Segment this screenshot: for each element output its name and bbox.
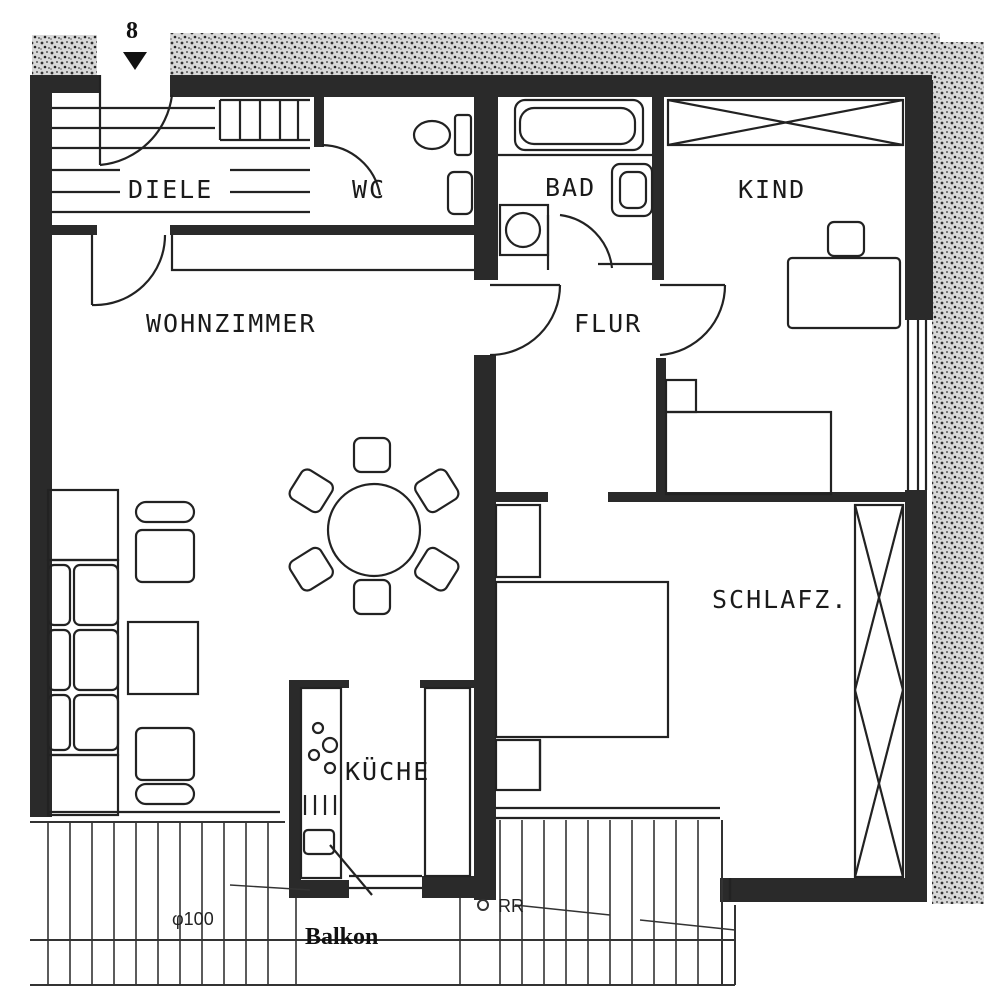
stairs — [52, 98, 310, 214]
room-label-wohnzimmer: WOHNZIMMER — [146, 309, 317, 338]
annotations: φ100 RR — [172, 896, 524, 929]
unit-marker: 8 — [123, 18, 147, 70]
room-label-schlafz: SCHLAFZ. — [712, 585, 848, 614]
room-label-flur: FLUR — [574, 309, 642, 338]
walls — [30, 75, 933, 902]
pipe-label-left: φ100 — [172, 909, 214, 929]
room-label-bad: BAD — [545, 173, 596, 202]
room-label-kind: KIND — [738, 175, 806, 204]
fixtures-and-furniture — [46, 75, 928, 900]
pipe-label-right: RR — [498, 896, 524, 916]
room-label-kueche: KÜCHE — [345, 757, 430, 786]
room-labels: DIELE WC BAD KIND WOHNZIMMER FLUR SCHLAF… — [128, 173, 848, 950]
unit-number: 8 — [126, 18, 138, 44]
room-label-balkon: Balkon — [305, 924, 378, 950]
room-label-wc: WC — [352, 175, 386, 204]
balcony-railing — [30, 820, 736, 986]
triangle-down-icon — [123, 52, 147, 70]
room-label-diele: DIELE — [128, 175, 213, 204]
exterior-hatching — [32, 33, 984, 904]
